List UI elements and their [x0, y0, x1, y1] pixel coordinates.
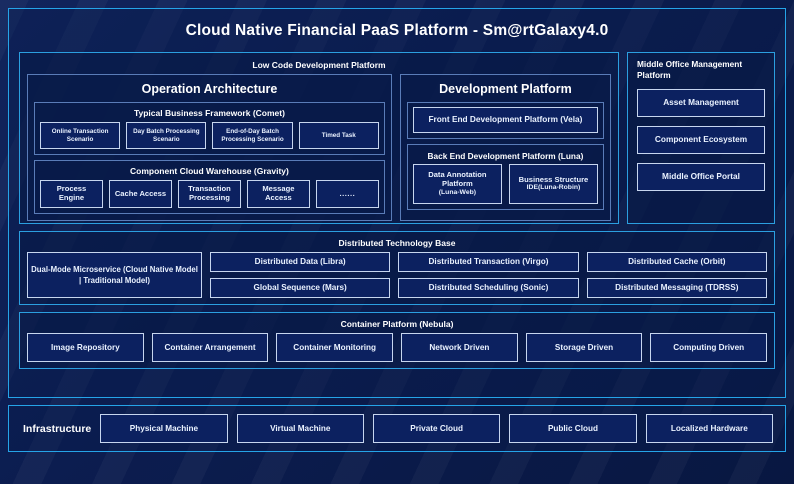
chip-more-ellipsis[interactable]: ......	[315, 180, 379, 208]
operation-architecture-panel: Operation Architecture Typical Business …	[27, 74, 392, 221]
chip-distributed-scheduling[interactable]: Distributed Scheduling (Sonic)	[398, 278, 579, 298]
chip-distributed-transaction[interactable]: Distributed Transaction (Virgo)	[398, 252, 579, 272]
chip-data-annotation-platform-main: Data Annotation Platform	[428, 170, 487, 188]
chip-data-annotation-platform-sub: (Luna-Web)	[438, 188, 477, 196]
chip-public-cloud[interactable]: Public Cloud	[509, 414, 637, 443]
middle-office-management-platform: Middle Office Management Platform Asset …	[627, 52, 775, 224]
chip-computing-driven[interactable]: Computing Driven	[650, 333, 768, 362]
chip-timed-task[interactable]: Timed Task	[298, 122, 379, 149]
chip-cache-access[interactable]: Cache Access	[108, 180, 172, 208]
chip-private-cloud[interactable]: Private Cloud	[372, 414, 501, 443]
chip-network-driven[interactable]: Network Driven	[401, 333, 518, 362]
component-cloud-warehouse-chips: Process Engine Cache Access Transaction …	[40, 180, 379, 208]
low-code-heading: Low Code Development Platform	[252, 60, 386, 70]
infrastructure-label: Infrastructure	[23, 422, 92, 435]
chip-day-batch-processing-scenario[interactable]: Day Batch Processing Scenario	[126, 122, 207, 149]
chip-virtual-machine[interactable]: Virtual Machine	[236, 414, 364, 443]
chip-end-of-day-batch-processing-scenario[interactable]: End-of-Day Batch Processing Scenario	[212, 122, 293, 149]
low-code-development-platform: Low Code Development Platform Operation …	[19, 52, 619, 224]
low-code-columns: Operation Architecture Typical Business …	[27, 74, 611, 221]
distributed-technology-base-body: Dual-Mode Microservice (Cloud Native Mod…	[27, 252, 767, 298]
development-platform-panel: Development Platform Front End Developme…	[399, 74, 611, 221]
component-cloud-warehouse-title: Component Cloud Warehouse (Gravity)	[130, 166, 289, 176]
chip-global-sequence[interactable]: Global Sequence (Mars)	[210, 278, 391, 298]
chip-distributed-messaging[interactable]: Distributed Messaging (TDRSS)	[586, 278, 767, 298]
development-platform-title: Development Platform	[439, 82, 572, 96]
back-end-label: Back End Development Platform (Luna)	[427, 151, 584, 161]
front-end-band: Front End Development Platform (Vela)	[406, 102, 604, 139]
chip-localized-hardware[interactable]: Localized Hardware	[645, 414, 773, 443]
typical-business-framework-title: Typical Business Framework (Comet)	[133, 108, 285, 118]
distributed-technology-base-heading: Distributed Technology Base	[338, 238, 456, 248]
chip-dual-mode-microservice[interactable]: Dual-Mode Microservice (Cloud Native Mod…	[27, 252, 202, 298]
infrastructure-chips: Physical Machine Virtual Machine Private…	[100, 414, 773, 443]
chip-data-annotation-platform[interactable]: Data Annotation Platform (Luna-Web)	[412, 164, 502, 204]
component-cloud-warehouse-group: Component Cloud Warehouse (Gravity) Proc…	[34, 160, 385, 214]
back-end-band: Back End Development Platform (Luna) Dat…	[406, 144, 604, 210]
chip-transaction-processing[interactable]: Transaction Processing	[177, 180, 241, 208]
chip-business-structure-ide-sub: IDE(Luna-Robin)	[526, 184, 581, 192]
chip-container-monitoring[interactable]: Container Monitoring	[276, 333, 394, 362]
chip-image-repository[interactable]: Image Repository	[27, 333, 144, 362]
chip-message-access[interactable]: Message Access	[246, 180, 310, 208]
chip-asset-management[interactable]: Asset Management	[637, 89, 765, 118]
chip-process-engine[interactable]: Process Engine	[40, 180, 103, 208]
middle-office-title: Middle Office Management Platform	[637, 59, 743, 81]
chip-distributed-data[interactable]: Distributed Data (Libra)	[210, 252, 391, 272]
chip-distributed-cache[interactable]: Distributed Cache (Orbit)	[586, 252, 767, 272]
chip-business-structure-ide[interactable]: Business Structure IDE(Luna-Robin)	[508, 164, 598, 204]
chip-front-end-development-platform[interactable]: Front End Development Platform (Vela)	[412, 107, 598, 133]
chip-business-structure-ide-main: Business Structure	[518, 174, 589, 184]
typical-business-framework-chips: Online Transaction Scenario Day Batch Pr…	[40, 122, 379, 149]
page-title: Cloud Native Financial PaaS Platform - S…	[185, 22, 609, 39]
middle-office-items: Asset Management Component Ecosystem Mid…	[637, 89, 765, 192]
dtb-column-1: Distributed Data (Libra) Global Sequence…	[210, 252, 391, 298]
typical-business-framework-group: Typical Business Framework (Comet) Onlin…	[34, 102, 385, 155]
container-platform-heading: Container Platform (Nebula)	[340, 319, 454, 329]
dtb-column-3: Distributed Cache (Orbit) Distributed Me…	[586, 252, 767, 298]
back-end-chips: Data Annotation Platform (Luna-Web) Busi…	[412, 164, 598, 204]
chip-online-transaction-scenario[interactable]: Online Transaction Scenario	[40, 122, 121, 149]
infrastructure-frame: Infrastructure Physical Machine Virtual …	[8, 405, 786, 452]
chip-storage-driven[interactable]: Storage Driven	[525, 333, 643, 362]
dtb-column-2: Distributed Transaction (Virgo) Distribu…	[398, 252, 579, 298]
chip-middle-office-portal[interactable]: Middle Office Portal	[637, 163, 765, 192]
top-row: Low Code Development Platform Operation …	[19, 52, 775, 224]
container-platform: Container Platform (Nebula) Image Reposi…	[19, 312, 775, 369]
chip-component-ecosystem[interactable]: Component Ecosystem	[637, 126, 765, 155]
distributed-technology-base: Distributed Technology Base Dual-Mode Mi…	[19, 231, 775, 305]
operation-architecture-title: Operation Architecture	[141, 82, 278, 96]
platform-main-frame: Cloud Native Financial PaaS Platform - S…	[8, 8, 786, 398]
chip-physical-machine[interactable]: Physical Machine	[100, 414, 228, 443]
container-platform-chips: Image Repository Container Arrangement C…	[27, 333, 768, 362]
chip-container-arrangement[interactable]: Container Arrangement	[151, 333, 269, 362]
